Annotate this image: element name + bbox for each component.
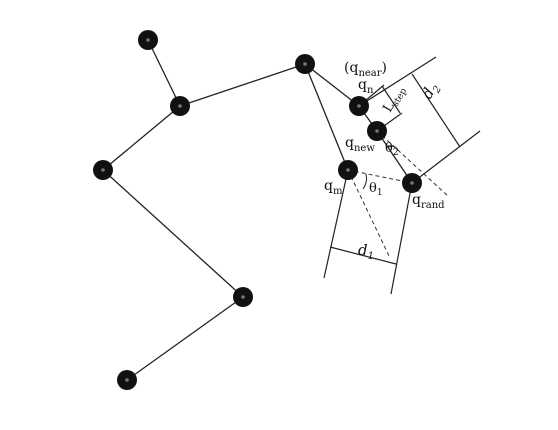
d1-ext-line-left <box>323 169 349 279</box>
d2-dimension <box>358 56 481 184</box>
node-qn <box>349 96 369 116</box>
node-left <box>93 160 113 180</box>
label-d1: d1 <box>358 241 374 262</box>
edge-left-to-lower <box>102 169 244 298</box>
d1-ext-line-right <box>390 182 413 295</box>
dashed-qm-to-qrand <box>347 169 413 184</box>
node-top-left <box>138 30 158 50</box>
d2-ext-line-bottom <box>411 130 481 184</box>
label-q-rand: qrand <box>412 192 445 211</box>
label-theta2: θ2 <box>385 141 399 158</box>
label-q-new: qnew <box>345 135 375 154</box>
label-q-n: qn <box>358 77 374 96</box>
edge-branch-to-top <box>179 63 306 107</box>
node-top <box>295 54 315 74</box>
edge-branch-to-left <box>102 105 181 171</box>
label-d2-group: d2 <box>418 79 444 103</box>
d1-measure-line <box>329 246 397 265</box>
node-qm <box>338 160 358 180</box>
edge-qnew-to-qrand <box>376 130 413 184</box>
d2-ext-line-top <box>358 56 437 107</box>
label-lstep: Lstep <box>380 83 409 116</box>
angle-arcs <box>362 145 399 190</box>
label-d2: d2 <box>418 79 444 103</box>
node-branch <box>170 96 190 116</box>
node-lower <box>233 287 253 307</box>
dashed-guides <box>347 130 449 259</box>
lstep-measure-line <box>381 85 401 114</box>
d1-dimension <box>323 169 413 295</box>
tree-nodes <box>93 30 422 390</box>
theta1-arc <box>362 173 368 190</box>
theta2-arc <box>387 145 399 151</box>
label-q-near: (qnear) <box>344 60 387 79</box>
dashed-qnew-extension <box>376 130 449 197</box>
edge-top-to-qm <box>304 63 349 171</box>
tree-edges <box>102 39 413 381</box>
edge-top-left <box>147 39 181 107</box>
d2-measure-line <box>411 73 461 148</box>
node-bottom <box>117 370 137 390</box>
label-q-m: qm <box>324 178 343 197</box>
node-qnew <box>367 121 387 141</box>
dashed-qm-extension <box>347 169 391 259</box>
label-theta1: θ1 <box>369 181 383 198</box>
edge-top-to-qn <box>304 63 360 107</box>
node-qrand <box>402 173 422 193</box>
edge-lower-to-bottom <box>126 296 244 381</box>
label-lstep-group: Lstep <box>380 83 409 116</box>
